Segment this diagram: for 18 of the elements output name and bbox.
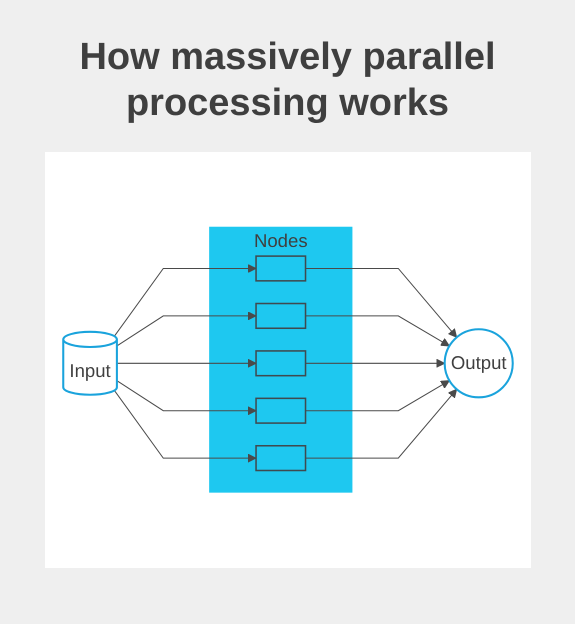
- node-box: [255, 350, 306, 377]
- node-circle: Output: [444, 328, 514, 399]
- node-box: [255, 303, 306, 330]
- title: How massively parallel processing works: [78, 35, 497, 126]
- arrow: [306, 359, 446, 368]
- arrow: [116, 312, 256, 347]
- node-box: [255, 445, 306, 472]
- arrow: [114, 390, 256, 463]
- arrow: [306, 268, 458, 338]
- node-box: [255, 256, 306, 282]
- arrow: [114, 264, 256, 337]
- arrow: [116, 359, 256, 368]
- cluster: Nodes: [209, 227, 352, 493]
- arrow: [116, 380, 256, 416]
- node-box: [255, 398, 306, 424]
- arrow: [306, 316, 450, 347]
- arrow: [306, 389, 458, 459]
- arrow: [306, 380, 450, 412]
